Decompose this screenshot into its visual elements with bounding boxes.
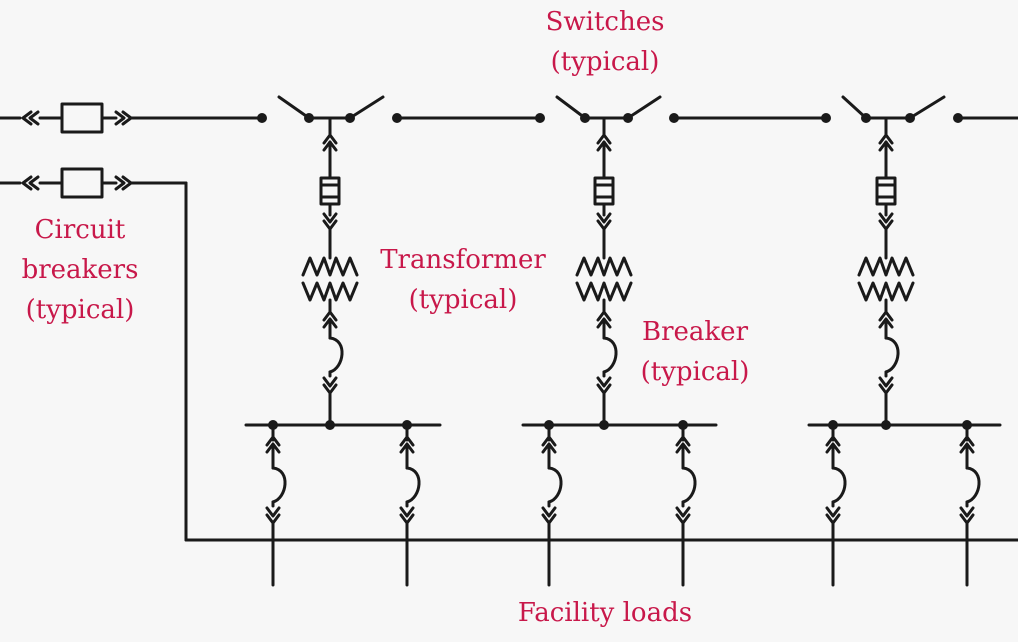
fuse-icon [547,466,563,504]
feeder-1 [825,420,847,587]
open-switch-icon [555,95,662,120]
transformer-coil-icon [857,256,915,302]
feeder-2 [675,420,697,587]
drawout-breaker-icon [319,176,341,206]
feeder-2 [959,420,981,587]
unit-substation-2 [521,95,718,587]
open-switch-icon [841,95,946,120]
feeder-1 [265,420,287,587]
label-breaker-line2: (typical) [640,357,750,387]
feeder-1 [541,420,563,587]
label-transformer: Transformer (typical) [368,240,558,320]
transformer-coil-icon [301,256,359,302]
label-circuit-breakers-line2: breakers [21,255,139,285]
incoming-feeder-b [0,167,188,542]
fuse-icon [831,466,847,504]
label-transformer-line2: (typical) [408,285,518,315]
fuse-icon [965,466,981,504]
feeder-2 [399,420,421,587]
open-switch-icon [277,95,385,120]
label-breaker: Breaker (typical) [630,312,760,392]
label-breaker-line1: Breaker [642,317,748,347]
drawout-breaker-icon [60,167,104,199]
label-switches-line2: (typical) [550,47,660,77]
label-circuit-breakers: Circuit breakers (typical) [10,210,150,330]
label-switches-line1: Switches [545,7,665,37]
label-facility-loads: Facility loads [517,598,693,628]
drawout-breaker-icon [593,176,615,206]
label-transformer-line1: Transformer [380,245,546,275]
incoming-feeder-a [0,102,264,134]
unit-substation-3 [807,95,1002,587]
label-circuit-breakers-line3: (typical) [25,295,135,325]
fuse-icon [405,466,421,504]
drawout-breaker-icon [60,102,104,134]
fuse-icon [271,466,287,504]
label-switches: Switches (typical) [530,2,680,82]
drawout-breaker-icon [875,176,897,206]
label-circuit-breakers-line1: Circuit [34,215,126,245]
transformer-coil-icon [575,256,633,302]
fuse-icon [681,466,697,504]
unit-substation-1 [244,95,442,587]
